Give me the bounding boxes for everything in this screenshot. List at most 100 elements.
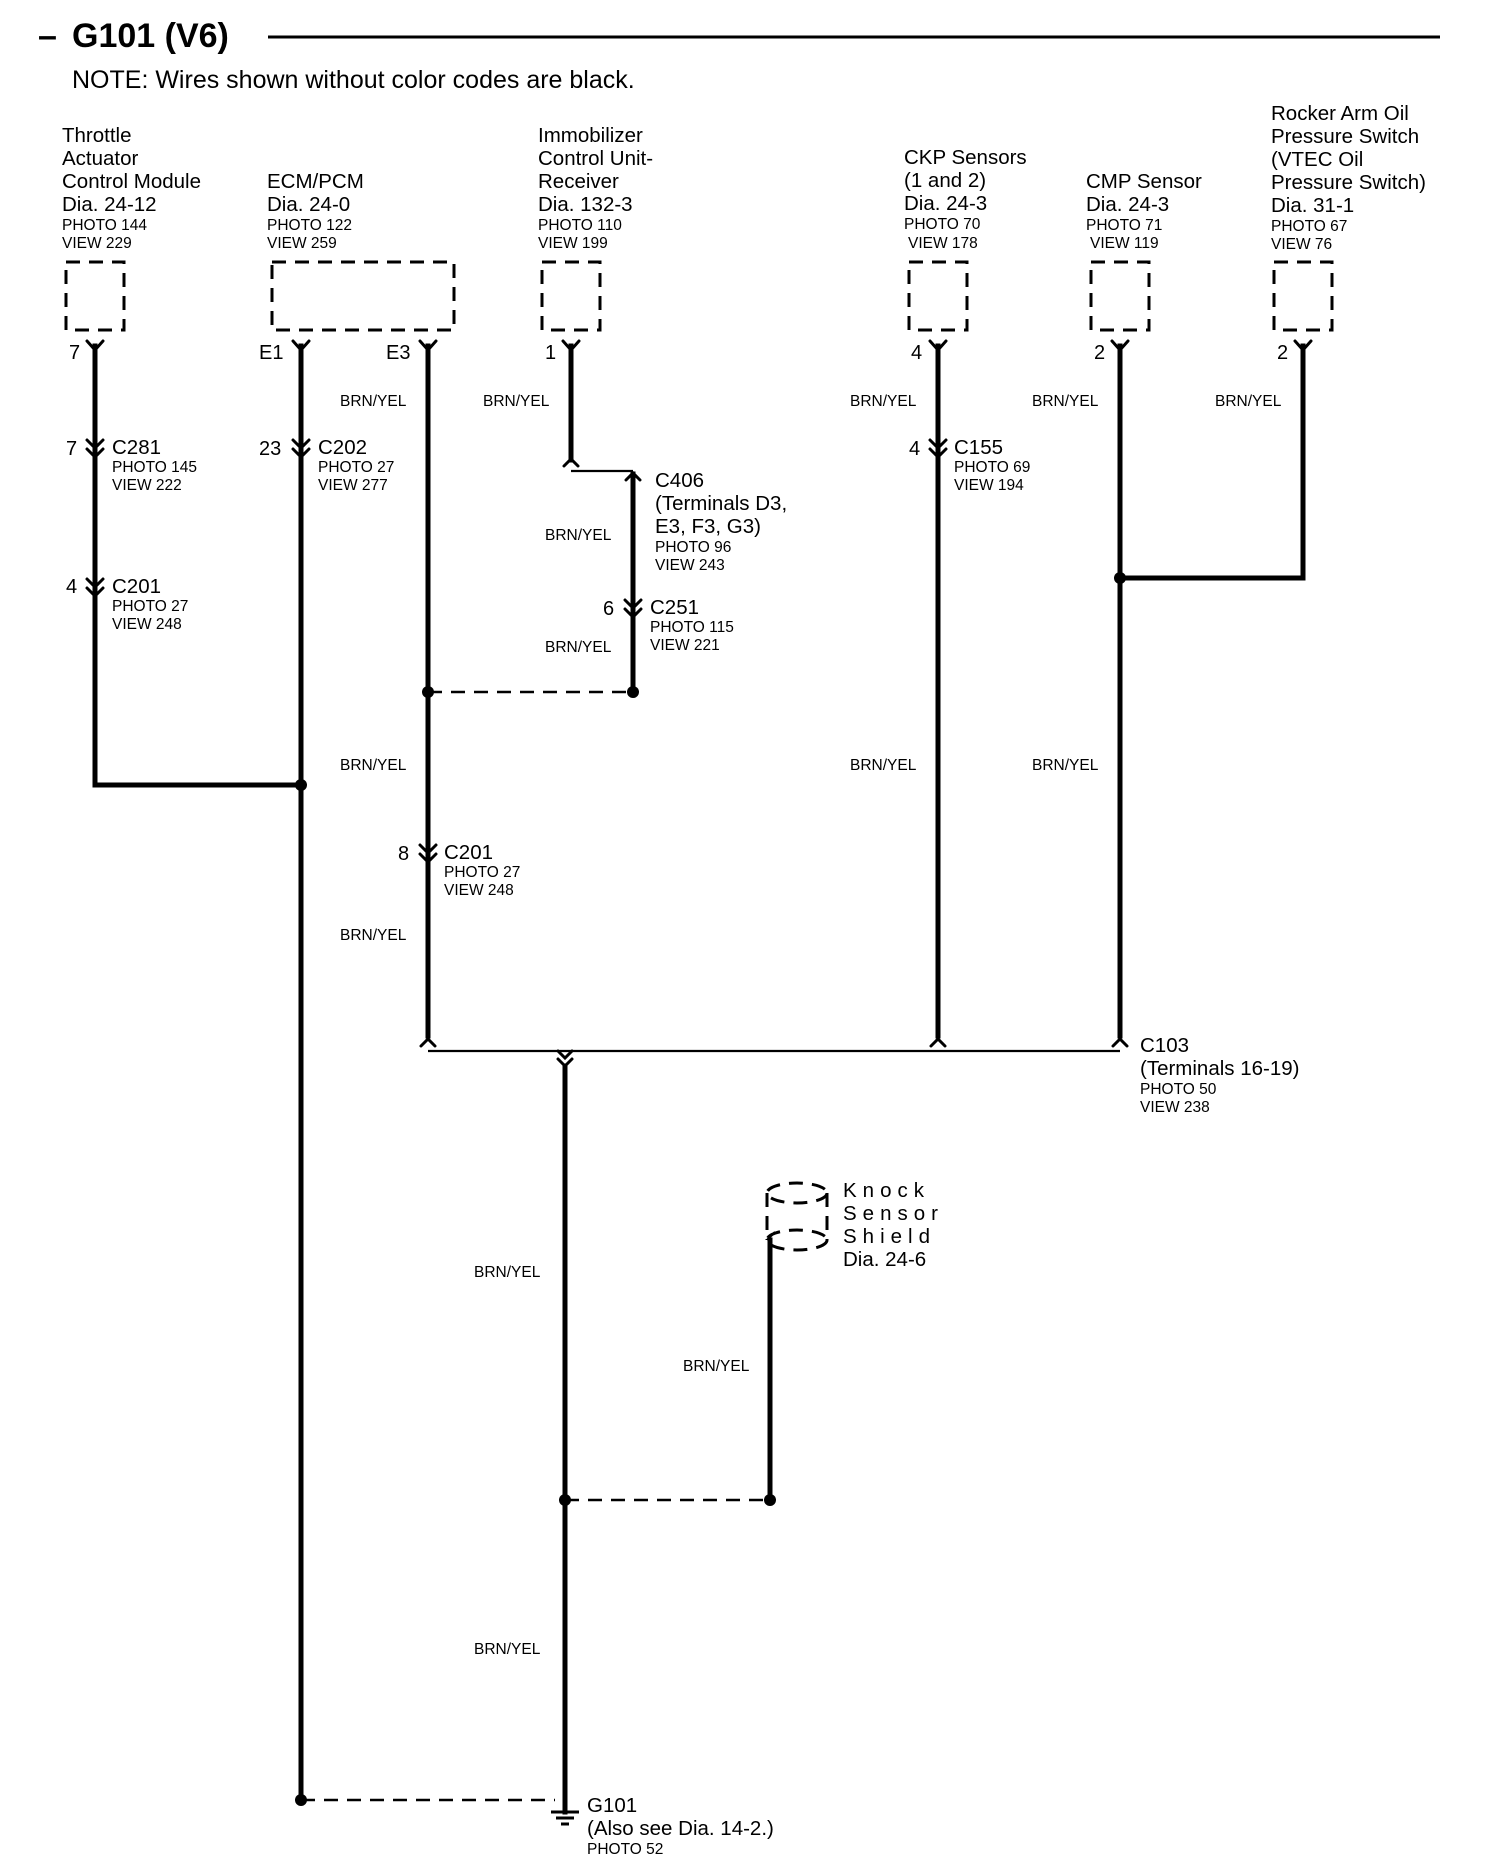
c201-view: VIEW 248 (444, 882, 514, 899)
c201-pin: 4 (66, 576, 77, 598)
wire-color-label: BRN/YEL (340, 927, 407, 944)
c103-cap (1111, 1036, 1129, 1048)
knock-label-line: Sensor (843, 1202, 944, 1225)
cmp-photo: PHOTO 71 (1086, 217, 1162, 234)
immobilizer-label-line: Immobilizer (538, 124, 643, 147)
ecm-pcm-box (270, 260, 456, 332)
c201-pin: 8 (398, 843, 409, 865)
c103-photo: PHOTO 50 (1140, 1081, 1217, 1098)
wire-color-label: BRN/YEL (683, 1358, 750, 1375)
c202-photo: PHOTO 27 (318, 459, 394, 476)
c202-symbol (291, 438, 311, 460)
c406-photo: PHOTO 96 (655, 539, 731, 556)
c251-name: C251 (650, 596, 699, 619)
rocker-arm-switch-label: Rocker Arm Oil Pressure Switch (VTEC Oil… (1271, 102, 1426, 253)
knock-label-line: Knock (843, 1179, 930, 1202)
immobilizer-box (540, 260, 602, 332)
immobilizer-label: Immobilizer Control Unit- Receiver Dia. … (538, 124, 653, 252)
shield-top-ellipse (765, 1181, 829, 1205)
throttle-module-box (64, 260, 126, 332)
wiring (92, 343, 1306, 1815)
wire-color-label: BRN/YEL (340, 393, 407, 410)
immobilizer-label-line: Receiver (538, 170, 619, 193)
c201-photo: PHOTO 27 (112, 598, 188, 615)
ecm-photo: PHOTO 122 (267, 217, 352, 234)
wire-color-label: BRN/YEL (545, 527, 612, 544)
wire-color-label: BRN/YEL (483, 393, 550, 410)
throttle-label-line: Dia. 24-12 (62, 193, 157, 216)
c155-name: C155 (954, 436, 1003, 459)
shield-bottom-ellipse (765, 1228, 829, 1252)
connector-c281-label: 7 C281 PHOTO 145 VIEW 222 (66, 436, 197, 494)
immobilizer-label-line: Control Unit- (538, 147, 653, 170)
junction-dot (627, 686, 639, 698)
immobilizer-view: VIEW 199 (538, 235, 608, 252)
immobilizer-photo: PHOTO 110 (538, 217, 622, 234)
wire-color-label: BRN/YEL (545, 639, 612, 656)
c406-cap (624, 470, 642, 482)
ckp-label-line: CKP Sensors (904, 146, 1027, 169)
ckp-view: VIEW 178 (908, 235, 978, 252)
rocker-label-line: Pressure Switch) (1271, 171, 1426, 194)
c155-pin: 4 (909, 438, 920, 460)
immobilizer-label-line: Dia. 132-3 (538, 193, 633, 216)
junction-dot (422, 686, 434, 698)
cmp-label-line: CMP Sensor (1086, 170, 1202, 193)
junction-dot (1114, 572, 1126, 584)
c155-photo: PHOTO 69 (954, 459, 1030, 476)
wire-color-label: BRN/YEL (850, 757, 917, 774)
throttle-label-line: Throttle (62, 124, 132, 147)
cmp-label-line: Dia. 24-3 (1086, 193, 1169, 216)
ground-g101-label: G101 (Also see Dia. 14-2.) PHOTO 52 (587, 1794, 774, 1858)
c281-view: VIEW 222 (112, 477, 182, 494)
c201-name: C201 (112, 575, 161, 598)
connector-c251-label: 6 C251 PHOTO 115 VIEW 221 (603, 596, 734, 654)
c281-pin: 7 (66, 438, 77, 460)
cmp-view: VIEW 119 (1090, 235, 1159, 252)
cmp-pin-label: 2 (1094, 342, 1105, 364)
rocker-label-line: Dia. 31-1 (1271, 194, 1354, 217)
ckp-label-line: (1 and 2) (904, 169, 986, 192)
junction-dot (764, 1494, 776, 1506)
c202-view: VIEW 277 (318, 477, 388, 494)
ckp-pin-label: 4 (911, 342, 922, 364)
ckp-photo: PHOTO 70 (904, 216, 981, 233)
rocker-view: VIEW 76 (1271, 236, 1332, 253)
connector-c201-label: 4 C201 PHOTO 27 VIEW 248 (66, 575, 188, 633)
c202-name: C202 (318, 436, 367, 459)
rocker-pin-label: 2 (1277, 342, 1288, 364)
c281-photo: PHOTO 145 (112, 459, 197, 476)
page-title: G101 (V6) (72, 17, 229, 55)
c251-symbol (623, 598, 643, 620)
c103-cap (556, 1049, 574, 1061)
shield-sides (765, 1193, 829, 1240)
c406-terminals: E3, F3, G3) (655, 515, 761, 538)
c406-terminals: (Terminals D3, (655, 492, 787, 515)
ckp-label-line: Dia. 24-3 (904, 192, 987, 215)
throttle-view: VIEW 229 (62, 235, 132, 252)
junction-dots (295, 572, 1126, 1806)
c155-view: VIEW 194 (954, 477, 1024, 494)
c103-name: C103 (1140, 1034, 1189, 1057)
rocker-switch-box (1272, 260, 1334, 332)
knock-sensor-shield-label: Knock Sensor Shield Dia. 24-6 (843, 1179, 944, 1271)
throttle-pin-label: 7 (69, 342, 80, 364)
knock-label-line: Shield (843, 1225, 936, 1248)
c201-symbol (418, 843, 438, 865)
shield-drain (766, 1231, 776, 1241)
wire-color-label: BRN/YEL (474, 1264, 541, 1281)
connector-c201-label: 8 C201 PHOTO 27 VIEW 248 (398, 841, 520, 899)
throttle-label-line: Control Module (62, 170, 201, 193)
rocker-photo: PHOTO 67 (1271, 218, 1347, 235)
wire-color-label: BRN/YEL (1032, 757, 1099, 774)
throttle-ground-wire (92, 343, 304, 788)
wire-color-label: BRN/YEL (850, 393, 917, 410)
c251-pin: 6 (603, 598, 614, 620)
ckp-sensor-box (907, 260, 969, 332)
connector-c103-label: C103 (Terminals 16-19) PHOTO 50 VIEW 238 (1140, 1034, 1300, 1116)
ecm-view: VIEW 259 (267, 235, 337, 252)
c406-name: C406 (655, 469, 704, 492)
wire-color-labels: BRN/YEL BRN/YEL BRN/YEL BRN/YEL BRN/YEL … (340, 393, 1282, 1658)
ecm-pcm-label: ECM/PCM Dia. 24-0 PHOTO 122 VIEW 259 (267, 170, 364, 252)
